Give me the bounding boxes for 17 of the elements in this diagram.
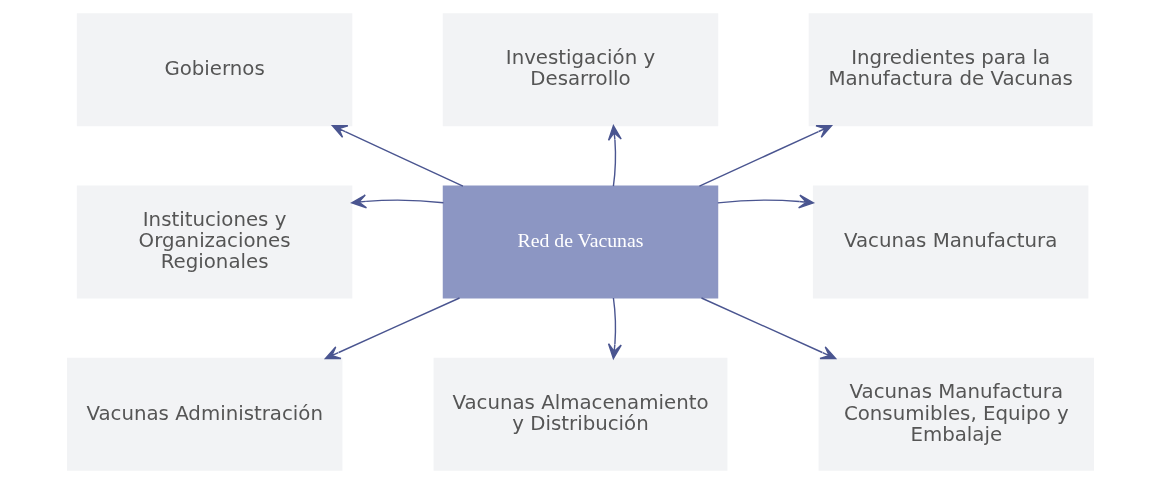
arrow bbox=[717, 194, 815, 209]
node-box: Gobiernos bbox=[76, 13, 353, 127]
arrow bbox=[698, 124, 833, 187]
arrow bbox=[331, 124, 464, 187]
arrow bbox=[607, 124, 622, 187]
node-box: Vacunas Almacenamiento y Distribución bbox=[433, 357, 728, 471]
arrow bbox=[324, 297, 461, 360]
node-box: Red de Vacunas bbox=[442, 185, 719, 299]
arrow bbox=[351, 194, 445, 209]
node-box: Vacunas Manufactura bbox=[812, 185, 1089, 299]
node-box: Vacunas Manufactura Consumibles, Equipo y Embalaje bbox=[818, 357, 1095, 471]
node-box: Investigación y Desarrollo bbox=[442, 13, 719, 127]
arrow bbox=[700, 297, 837, 360]
node-box: Ingredientes para la Manufactura de Vacunas bbox=[808, 13, 1093, 127]
node-box: Instituciones y Organizaciones Regionales bbox=[76, 185, 353, 299]
node-box: Vacunas Administración bbox=[66, 357, 343, 471]
arrow bbox=[607, 297, 622, 360]
